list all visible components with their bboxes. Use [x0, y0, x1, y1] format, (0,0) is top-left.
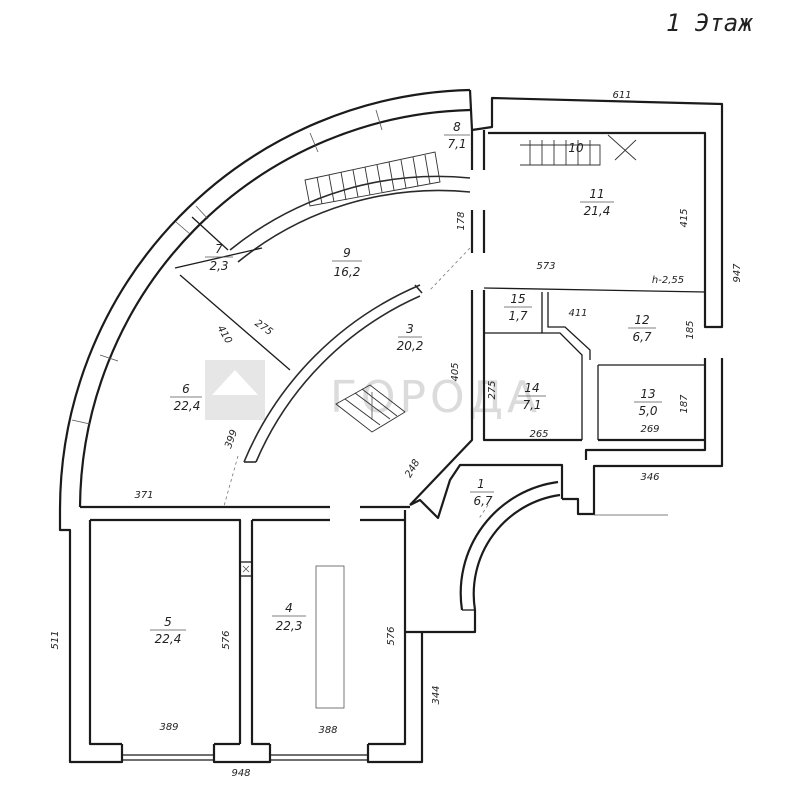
room-14-label: 14 7,1: [518, 381, 546, 412]
svg-text:6: 6: [182, 382, 190, 396]
room-5-label: 5 22,4: [150, 615, 186, 646]
svg-text:8: 8: [453, 120, 461, 134]
arc-windows: [71, 109, 383, 425]
dim-573: 573: [536, 261, 555, 272]
dim-178: 178: [456, 211, 467, 230]
dim-265: 265: [529, 429, 548, 440]
stairs-hall: [304, 151, 441, 207]
dim-415: 415: [679, 208, 690, 227]
room-labels: 1 6,7 3 20,2 4 22,3 5 22,4 6 22,4 7 2,3: [150, 120, 662, 646]
svg-text:16,2: 16,2: [334, 265, 361, 279]
room-11-label: 11 21,4: [580, 187, 614, 218]
room-8-label: 8 7,1: [444, 120, 470, 151]
dim-top-611: 611: [612, 90, 631, 101]
room-15-label: 15 1,7: [504, 292, 532, 323]
outer-walls: [58, 88, 724, 764]
svg-text:14: 14: [524, 381, 539, 395]
svg-text:12: 12: [634, 313, 649, 327]
dim-576-left: 576: [221, 630, 232, 649]
svg-text:22,4: 22,4: [174, 399, 201, 413]
svg-text:7,1: 7,1: [447, 137, 466, 151]
dim-275-right: 275: [487, 380, 498, 399]
dim-405: 405: [450, 362, 461, 381]
svg-text:4: 4: [285, 601, 293, 615]
watermark-text: ГОРОДА: [330, 372, 541, 423]
room-7-label: 7 2,3: [205, 242, 233, 273]
room-13-label: 13 5,0: [634, 387, 662, 418]
dim-187: 187: [679, 394, 690, 414]
svg-text:7,1: 7,1: [522, 398, 541, 412]
dim-411: 411: [568, 308, 587, 319]
svg-text:22,3: 22,3: [276, 619, 303, 633]
inner-walls: [88, 130, 706, 746]
svg-text:5,0: 5,0: [638, 404, 657, 418]
svg-text:1: 1: [477, 477, 485, 491]
svg-text:9: 9: [343, 246, 351, 260]
dim-388: 388: [318, 725, 337, 736]
dim-height: h-2,55: [652, 275, 684, 286]
dim-right-947: 947: [732, 263, 743, 283]
svg-text:6,7: 6,7: [473, 494, 492, 508]
svg-text:15: 15: [510, 292, 525, 306]
dim-left-511: 511: [50, 630, 61, 649]
dim-275-left: 275: [252, 318, 274, 338]
svg-text:20,2: 20,2: [397, 339, 424, 353]
svg-text:3: 3: [406, 322, 414, 336]
stairs-room-10: [520, 134, 637, 166]
dim-269: 269: [640, 424, 659, 435]
dim-344: 344: [431, 685, 442, 704]
floor-title: 1 Этаж: [666, 9, 753, 37]
watermark: ГОРОДА: [205, 360, 541, 423]
dim-399: 399: [223, 428, 240, 450]
svg-text:2,3: 2,3: [209, 259, 228, 273]
room-3-label: 3 20,2: [397, 322, 424, 353]
room-1-label: 1 6,7: [470, 477, 494, 508]
room-10-label: 10: [568, 141, 584, 155]
dim-576-right: 576: [386, 626, 397, 645]
svg-text:22,4: 22,4: [155, 632, 182, 646]
dim-346: 346: [640, 472, 659, 483]
room-12-label: 12 6,7: [628, 313, 656, 344]
dim-185: 185: [685, 320, 696, 339]
dim-410: 410: [215, 324, 234, 346]
room-4-label: 4 22,3: [272, 601, 306, 633]
svg-text:11: 11: [589, 187, 604, 201]
room-6-label: 6 22,4: [170, 382, 202, 413]
svg-text:1,7: 1,7: [508, 309, 527, 323]
stairs-room-3: [335, 384, 406, 433]
dim-248: 248: [403, 458, 422, 480]
room-9-label: 9 16,2: [332, 246, 362, 279]
dim-371: 371: [134, 490, 153, 501]
svg-text:6,7: 6,7: [632, 330, 651, 344]
svg-text:13: 13: [640, 387, 655, 401]
svg-text:7: 7: [215, 242, 223, 256]
dim-389: 389: [159, 722, 178, 733]
dim-bottom-948: 948: [231, 768, 250, 779]
svg-text:10: 10: [568, 141, 584, 155]
svg-text:5: 5: [164, 615, 172, 629]
svg-text:21,4: 21,4: [584, 204, 611, 218]
